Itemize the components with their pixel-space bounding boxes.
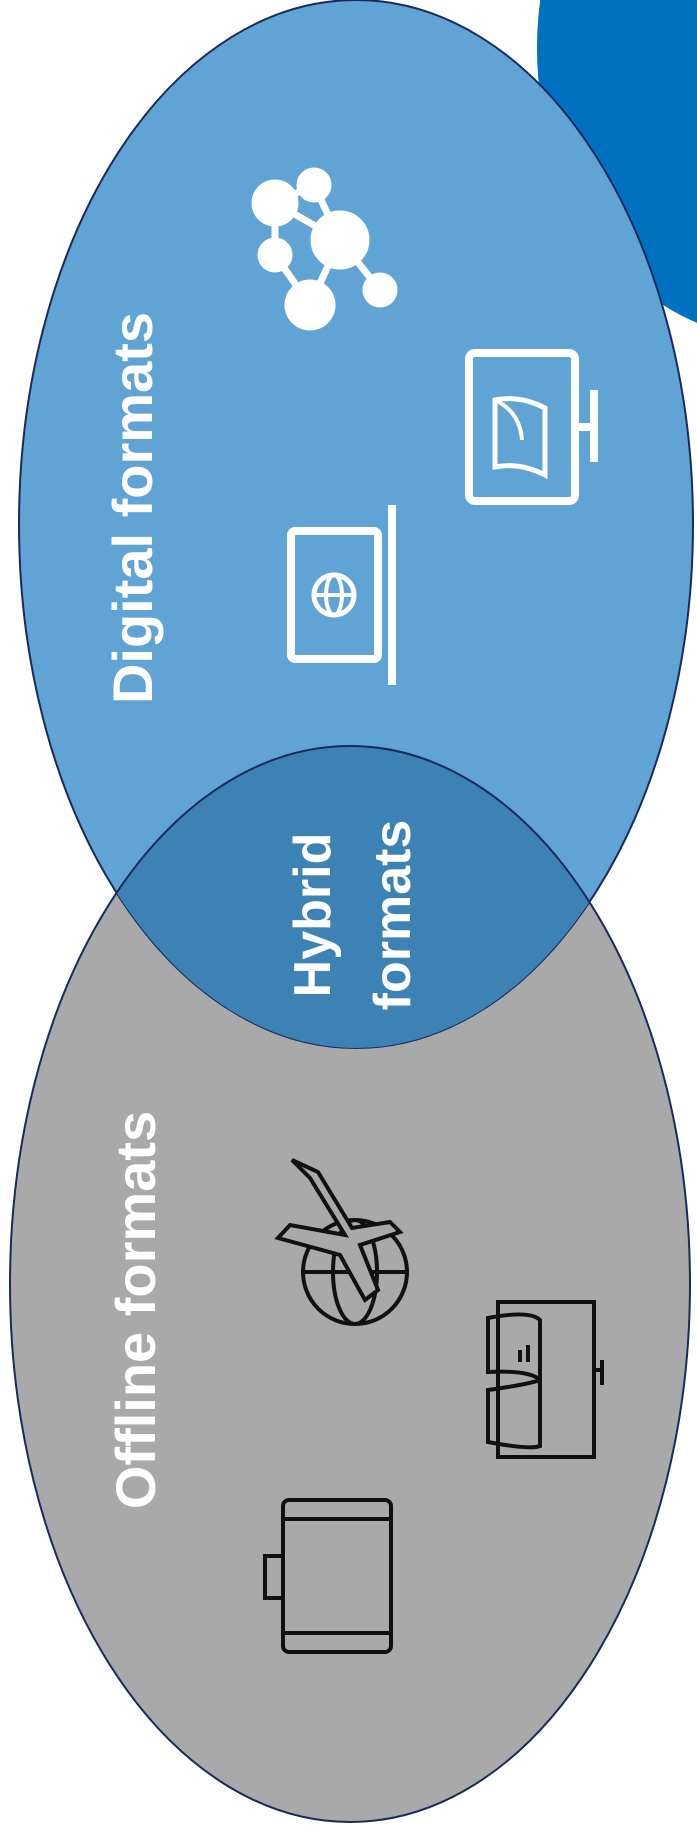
plane-globe-icon [274,1158,409,1326]
monitor-book-icon [465,349,598,505]
suitcase-icon [263,1498,393,1654]
laptop-globe-icon [287,505,396,685]
offline-formats-label: Offline formats [104,1111,167,1509]
hybrid-formats-label-line2: formats [364,820,422,1011]
digital-formats-label: Digital formats [101,312,164,704]
hybrid-formats-label-line1: Hybrid [284,833,342,998]
open-book-icon [486,1300,604,1459]
network-icon [251,167,398,331]
accent-shape [537,0,697,323]
